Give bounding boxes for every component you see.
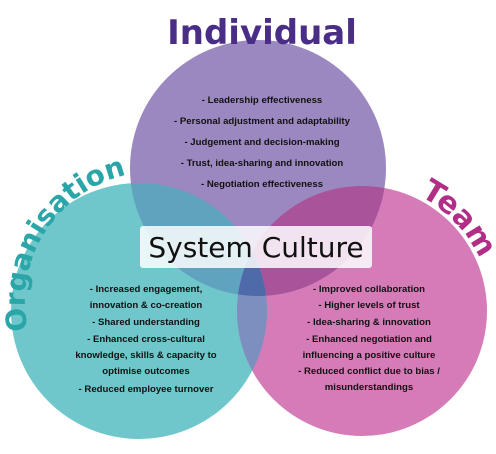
organisational-item: - Increased engagement, [90, 284, 203, 295]
team-items: - Improved collaboration - Higher levels… [298, 284, 440, 393]
team-item: influencing a positive culture [303, 350, 436, 361]
team-item: - Reduced conflict due to bias / [298, 366, 440, 377]
team-item: - Higher levels of trust [318, 300, 420, 311]
organisational-item: - Reduced employee turnover [79, 384, 214, 395]
individual-item: - Leadership effectiveness [202, 95, 323, 106]
individual-item: - Personal adjustment and adaptability [174, 116, 351, 127]
team-item: misunderstandings [325, 382, 414, 393]
center-label: System Culture [148, 231, 363, 264]
organisational-item: - Enhanced cross-cultural [87, 334, 205, 345]
organisational-item: innovation & co-creation [90, 300, 203, 311]
individual-item: - Trust, idea-sharing and innovation [181, 158, 344, 169]
individual-item: - Judgement and decision-making [184, 137, 339, 148]
organisational-items: - Increased engagement, innovation & co-… [75, 284, 216, 395]
individual-items: - Leadership effectiveness - Personal ad… [174, 95, 351, 190]
team-item: - Improved collaboration [313, 284, 425, 295]
team-item: - Idea-sharing & innovation [307, 317, 431, 328]
team-item: - Enhanced negotiation and [306, 334, 432, 345]
center-banner [140, 226, 372, 268]
individual-title: Individual [167, 13, 357, 53]
organisational-item: knowledge, skills & capacity to [75, 350, 216, 361]
organisational-item: optimise outcomes [102, 366, 189, 377]
organisational-item: - Shared understanding [92, 317, 200, 328]
individual-item: - Negotiation effectiveness [201, 179, 323, 190]
